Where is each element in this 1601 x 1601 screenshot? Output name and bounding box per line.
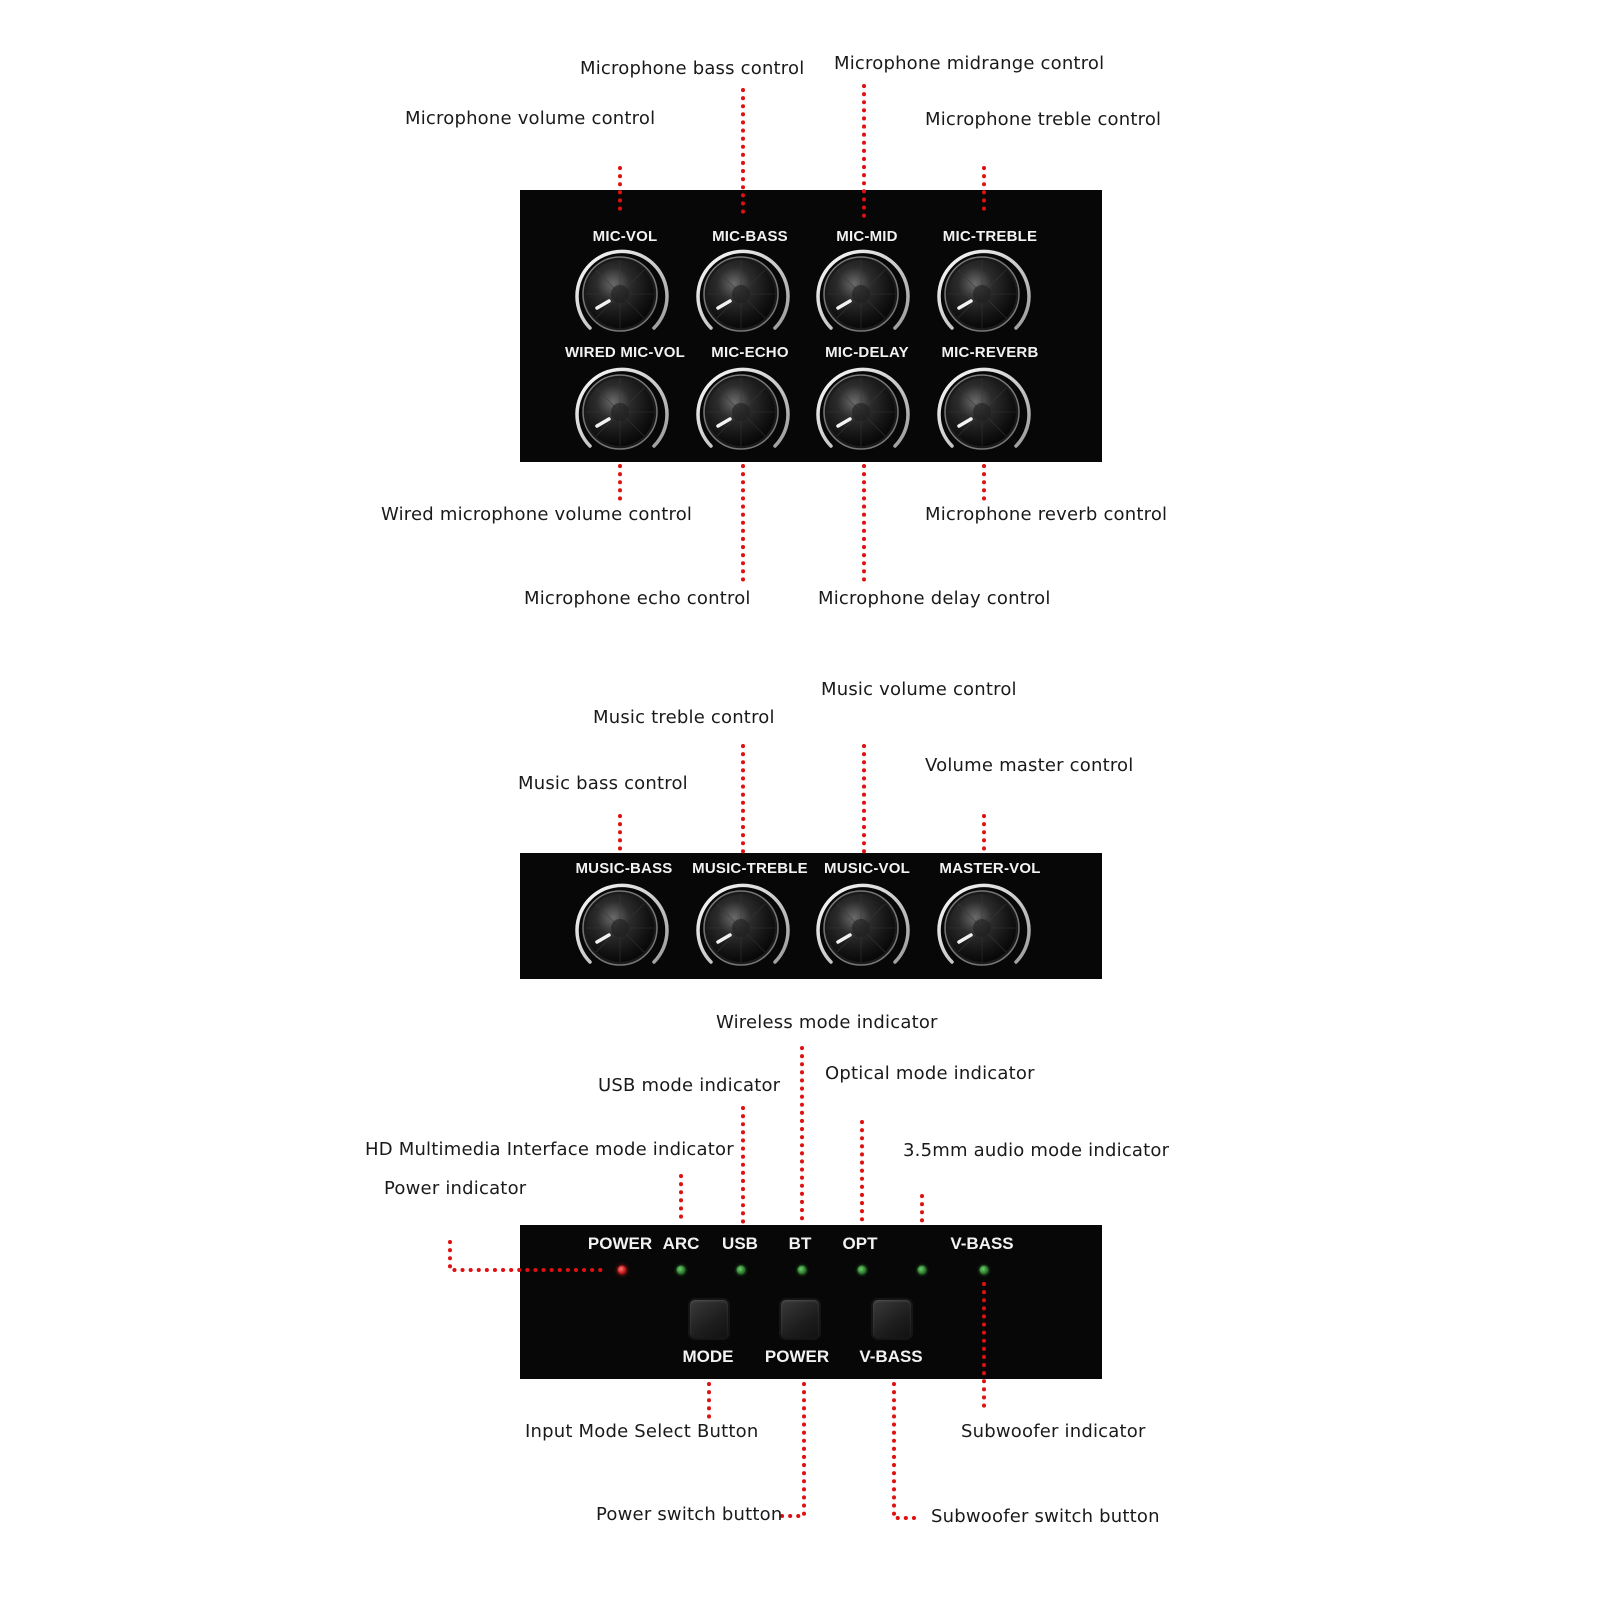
callout-power-indicator: Power indicator (384, 1178, 527, 1199)
callout-mic-treble: Microphone treble control (925, 109, 1162, 130)
knob-label-master-vol: MASTER-VOL (939, 860, 1041, 877)
knob-label-wired-mic-vol: WIRED MIC-VOL (564, 344, 686, 361)
vbass-led (979, 1265, 989, 1275)
button-label-vbass: V-BASS (859, 1347, 923, 1366)
callout-music-treble: Music treble control (593, 707, 775, 728)
callout-music-bass: Music bass control (518, 773, 688, 794)
knob-label-mic-vol: MIC-VOL (592, 228, 658, 245)
knob-label-music-treble: MUSIC-TREBLE (692, 860, 808, 877)
aux-led (917, 1265, 927, 1275)
callout-mic-vol: Microphone volume control (405, 108, 656, 129)
opt-led (857, 1265, 867, 1275)
music-bass-knob[interactable] (568, 876, 672, 980)
mic-reverb-knob[interactable] (930, 360, 1034, 464)
indicator-label-arc: ARC (662, 1234, 700, 1253)
indicator-label-bt: BT (788, 1234, 812, 1253)
music-treble-knob[interactable] (689, 876, 793, 980)
callout-vbass-button: Subwoofer switch button (931, 1506, 1160, 1527)
indicator-label-opt: OPT (842, 1234, 878, 1253)
vbass-button[interactable] (873, 1300, 911, 1338)
indicator-label-power: POWER (587, 1234, 653, 1253)
master-vol-knob[interactable] (930, 876, 1034, 980)
callout-mic-mid: Microphone midrange control (834, 53, 1105, 74)
indicator-label-vbass: V-BASS (950, 1234, 1014, 1253)
callout-aux: 3.5mm audio mode indicator (903, 1140, 1170, 1161)
callout-bt: Wireless mode indicator (716, 1012, 938, 1033)
callout-wired-mic-vol: Wired microphone volume control (381, 504, 693, 525)
knob-label-music-bass: MUSIC-BASS (575, 860, 673, 877)
callout-master-vol: Volume master control (925, 755, 1134, 776)
callout-mic-bass: Microphone bass control (580, 58, 805, 79)
knob-label-music-vol: MUSIC-VOL (824, 860, 910, 877)
button-label-power: POWER (764, 1347, 830, 1366)
power-button[interactable] (781, 1300, 819, 1338)
knob-label-mic-delay: MIC-DELAY (825, 344, 909, 361)
mic-treble-knob[interactable] (930, 242, 1034, 346)
callout-music-vol: Music volume control (821, 679, 1017, 700)
callout-arc: HD Multimedia Interface mode indicator (365, 1139, 734, 1160)
wired-mic-vol-knob[interactable] (568, 360, 672, 464)
leader-power-button (780, 1382, 806, 1518)
knob-label-mic-echo: MIC-ECHO (711, 344, 789, 361)
callout-opt: Optical mode indicator (825, 1063, 1035, 1084)
bt-led (797, 1265, 807, 1275)
indicator-label-usb: USB (722, 1234, 758, 1253)
usb-led (736, 1265, 746, 1275)
callout-mode-button: Input Mode Select Button (525, 1421, 759, 1442)
callout-mic-echo: Microphone echo control (524, 588, 751, 609)
mic-mid-knob[interactable] (809, 242, 913, 346)
callout-power-button: Power switch button (596, 1504, 783, 1525)
knob-label-mic-treble: MIC-TREBLE (942, 228, 1038, 245)
callout-mic-delay: Microphone delay control (818, 588, 1051, 609)
knob-label-mic-reverb: MIC-REVERB (941, 344, 1039, 361)
callout-usb: USB mode indicator (598, 1075, 781, 1096)
mic-bass-knob[interactable] (689, 242, 793, 346)
mic-vol-knob[interactable] (568, 242, 672, 346)
arc-led (676, 1265, 686, 1275)
mic-echo-knob[interactable] (689, 360, 793, 464)
callout-mic-reverb: Microphone reverb control (925, 504, 1168, 525)
callout-subwoofer-indicator: Subwoofer indicator (961, 1421, 1146, 1442)
knob-label-mic-bass: MIC-BASS (712, 228, 788, 245)
music-vol-knob[interactable] (809, 876, 913, 980)
leader-vbass-button (892, 1382, 918, 1520)
button-label-mode: MODE (682, 1347, 734, 1366)
mode-button[interactable] (690, 1300, 728, 1338)
knob-label-mic-mid: MIC-MID (836, 228, 898, 245)
power-led (617, 1265, 627, 1275)
mic-delay-knob[interactable] (809, 360, 913, 464)
